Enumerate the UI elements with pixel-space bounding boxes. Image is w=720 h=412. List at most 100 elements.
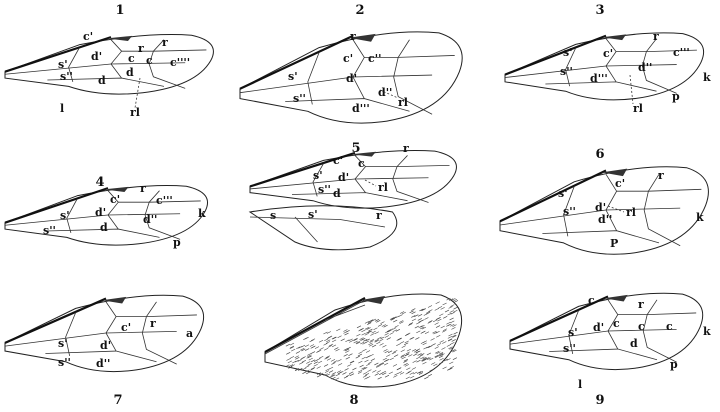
figure-number: 5 bbox=[351, 141, 360, 156]
wing-hair bbox=[395, 329, 401, 332]
wing-hair bbox=[305, 348, 310, 351]
wing-outline bbox=[4, 34, 214, 95]
wing-hair bbox=[435, 317, 441, 321]
wing-hair bbox=[324, 356, 329, 360]
wing-hair bbox=[396, 367, 401, 371]
wing-hair bbox=[356, 325, 362, 329]
wing-hair bbox=[383, 362, 389, 366]
wing-hair bbox=[425, 357, 430, 360]
costal-margin bbox=[499, 169, 607, 223]
wing-hair bbox=[411, 311, 416, 315]
wing-hair bbox=[418, 370, 423, 374]
wing-hair bbox=[407, 370, 412, 373]
wing-hair bbox=[408, 323, 413, 326]
figure-number: 7 bbox=[113, 393, 122, 408]
vein-cell-label: d''' bbox=[590, 72, 608, 85]
figure-number: 1 bbox=[115, 3, 124, 18]
wing-hair bbox=[428, 320, 433, 323]
wing-hair bbox=[392, 329, 397, 332]
wing-vein bbox=[352, 39, 365, 99]
vein-cell-label: d bbox=[333, 187, 341, 200]
wing-hair bbox=[335, 348, 340, 352]
wing-hair bbox=[331, 344, 337, 348]
vein-cell-label: d'' bbox=[638, 61, 652, 74]
wing-hair bbox=[362, 375, 368, 378]
wing-hair bbox=[449, 317, 454, 321]
wing-hair bbox=[434, 346, 439, 349]
wing-hair bbox=[323, 331, 328, 335]
wing-hair bbox=[331, 372, 336, 375]
wing-vein bbox=[65, 312, 77, 357]
vein-cell-label: r bbox=[376, 209, 382, 222]
wing-outline bbox=[509, 292, 704, 371]
wing-hair bbox=[422, 357, 427, 361]
wing-hair bbox=[344, 348, 350, 352]
wing-hair bbox=[404, 340, 409, 344]
wing-hair bbox=[404, 342, 409, 346]
wing-hair bbox=[436, 343, 442, 346]
vein-cell-label: d bbox=[100, 221, 108, 234]
wing-hair bbox=[366, 363, 371, 366]
vein-cell-label: P bbox=[610, 237, 618, 250]
wing-hair bbox=[394, 372, 399, 376]
wing-hair bbox=[331, 374, 336, 378]
wing-hair bbox=[401, 345, 406, 348]
wing-hair bbox=[371, 330, 376, 334]
wing-hair bbox=[355, 355, 360, 359]
wing-hair bbox=[435, 330, 440, 334]
figure-number: 6 bbox=[595, 147, 604, 162]
vein-cell-label: rl bbox=[398, 96, 408, 109]
wing-hair bbox=[426, 345, 431, 349]
wing-vein bbox=[563, 186, 575, 237]
wing-outline bbox=[239, 31, 463, 124]
wing-hair bbox=[386, 337, 391, 340]
wing-hair bbox=[447, 368, 452, 371]
wing-hair bbox=[305, 365, 310, 368]
wing-hair bbox=[361, 338, 366, 341]
wing-hair bbox=[368, 361, 373, 364]
wing-hair bbox=[405, 376, 410, 380]
wing-hair bbox=[395, 315, 400, 319]
wing-hair bbox=[379, 362, 384, 365]
wing-hair bbox=[364, 326, 370, 330]
wing-hair bbox=[403, 358, 409, 362]
wing-hair bbox=[439, 357, 444, 361]
vein-cell-label: s' bbox=[558, 187, 568, 200]
wing-hair bbox=[432, 330, 437, 334]
vein-cell-label: l bbox=[60, 102, 64, 115]
wing-hair bbox=[359, 364, 364, 368]
vein-cell-label: s' bbox=[60, 209, 70, 222]
wing-hair bbox=[451, 327, 456, 330]
wing-hair bbox=[343, 329, 348, 332]
wing-hair bbox=[446, 322, 451, 325]
wing-hair bbox=[389, 317, 395, 320]
wing-hair bbox=[414, 325, 419, 329]
wing-hair bbox=[451, 349, 456, 352]
wing-hair bbox=[449, 298, 454, 301]
wing-hair bbox=[376, 364, 381, 367]
wing-hair bbox=[316, 374, 322, 378]
wing-hair bbox=[388, 371, 393, 375]
wing-vein bbox=[149, 200, 201, 203]
wing-hair bbox=[393, 319, 398, 323]
wing-hair bbox=[309, 339, 314, 343]
wing-hair bbox=[326, 331, 331, 334]
wing-hair bbox=[317, 349, 322, 353]
wing-hair bbox=[440, 325, 445, 329]
wing-hair bbox=[331, 362, 336, 365]
wing-hair bbox=[371, 344, 377, 348]
wing-hair bbox=[438, 355, 444, 358]
wing-hair bbox=[383, 349, 388, 352]
wing-hair bbox=[431, 343, 436, 346]
vein-cell-label: s'' bbox=[293, 92, 306, 105]
wing-hair bbox=[373, 327, 378, 331]
vein-cell-label: rl bbox=[378, 181, 388, 194]
vein-cell-label: r bbox=[150, 317, 156, 330]
wing-hair bbox=[435, 301, 440, 305]
wing-hair bbox=[399, 341, 405, 344]
wing-hair bbox=[339, 370, 344, 374]
vein-cell-label: c''' bbox=[156, 194, 173, 207]
wing-hair bbox=[294, 359, 300, 363]
vein-cell-label: d' bbox=[595, 201, 606, 214]
wing-hair bbox=[420, 356, 425, 360]
